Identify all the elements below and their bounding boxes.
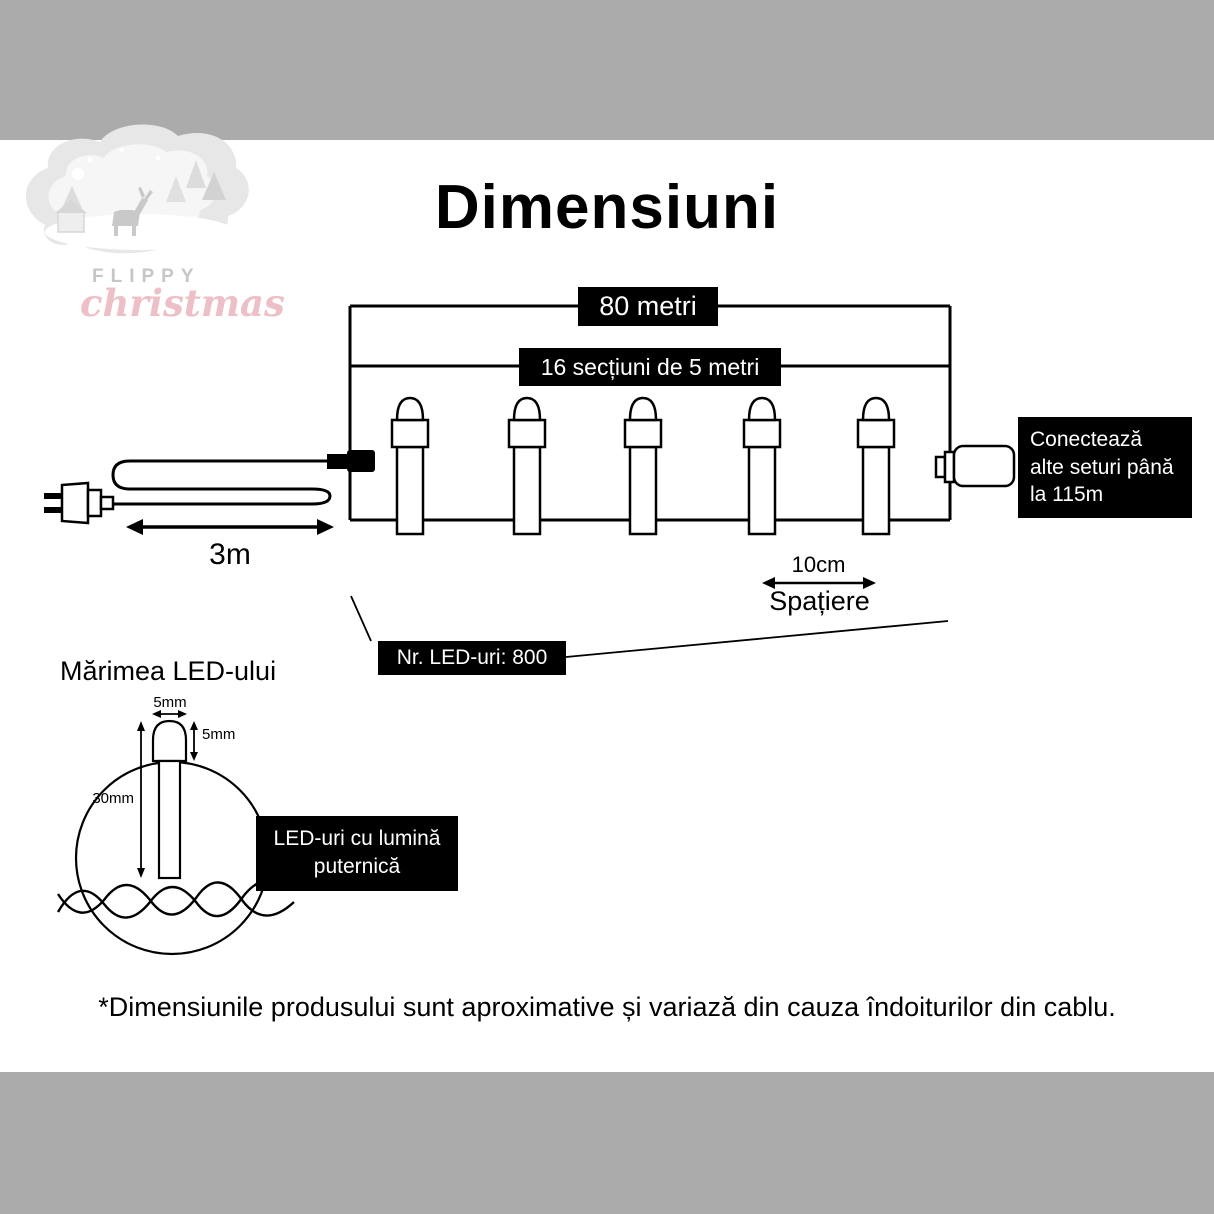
led-bulbs xyxy=(390,396,896,536)
spacing-value-label: 10cm xyxy=(791,552,846,577)
total-length-badge: 80 metri xyxy=(578,287,718,326)
lead-length-arrow xyxy=(126,519,334,535)
led-bulb xyxy=(856,396,896,536)
led-body xyxy=(157,759,182,880)
twisted-wire-icon xyxy=(56,878,295,919)
led-bulb xyxy=(390,396,430,536)
led-size-heading: Mărimea LED-ului xyxy=(60,656,277,686)
cap-height-label: 5mm xyxy=(202,726,236,743)
connect-note-badge: Conectează alte seturi până la 115m xyxy=(1018,417,1192,519)
page-title: Dimensiuni xyxy=(434,173,780,242)
led-count-leader-lines xyxy=(350,595,949,658)
led-bulb xyxy=(507,396,547,536)
lead-length-label: 3m xyxy=(209,538,251,571)
led-bulb xyxy=(623,396,663,536)
power-plug-icon xyxy=(44,481,115,525)
cap-height-arrow xyxy=(190,721,198,761)
string-connector-icon xyxy=(327,450,375,472)
led-size-detail xyxy=(56,710,295,956)
spacing-word-label: Spațiere xyxy=(769,586,870,616)
cap-width-label: 5mm xyxy=(153,694,187,711)
disclaimer-text: *Dimensiunile produsului sunt aproximati… xyxy=(98,992,1116,1022)
led-cap xyxy=(151,719,188,763)
spacing-arrow xyxy=(762,577,876,589)
led-bulb xyxy=(742,396,782,536)
logo-christmas-text: christmas xyxy=(80,281,285,325)
winter-scene-logo-icon xyxy=(25,124,249,254)
led-count-badge: Nr. LED-uri: 800 xyxy=(378,641,566,675)
body-length-arrow xyxy=(137,721,145,878)
lead-cable xyxy=(111,459,332,506)
cap-width-arrow xyxy=(152,710,187,718)
sections-badge: 16 secțiuni de 5 metri xyxy=(519,348,781,386)
body-length-label: 30mm xyxy=(92,790,134,807)
bright-led-badge: LED-uri cu lumină puternică xyxy=(256,816,458,891)
extension-connector-icon xyxy=(934,444,1016,488)
logo-flippy-text: FLIPPY xyxy=(92,266,201,287)
